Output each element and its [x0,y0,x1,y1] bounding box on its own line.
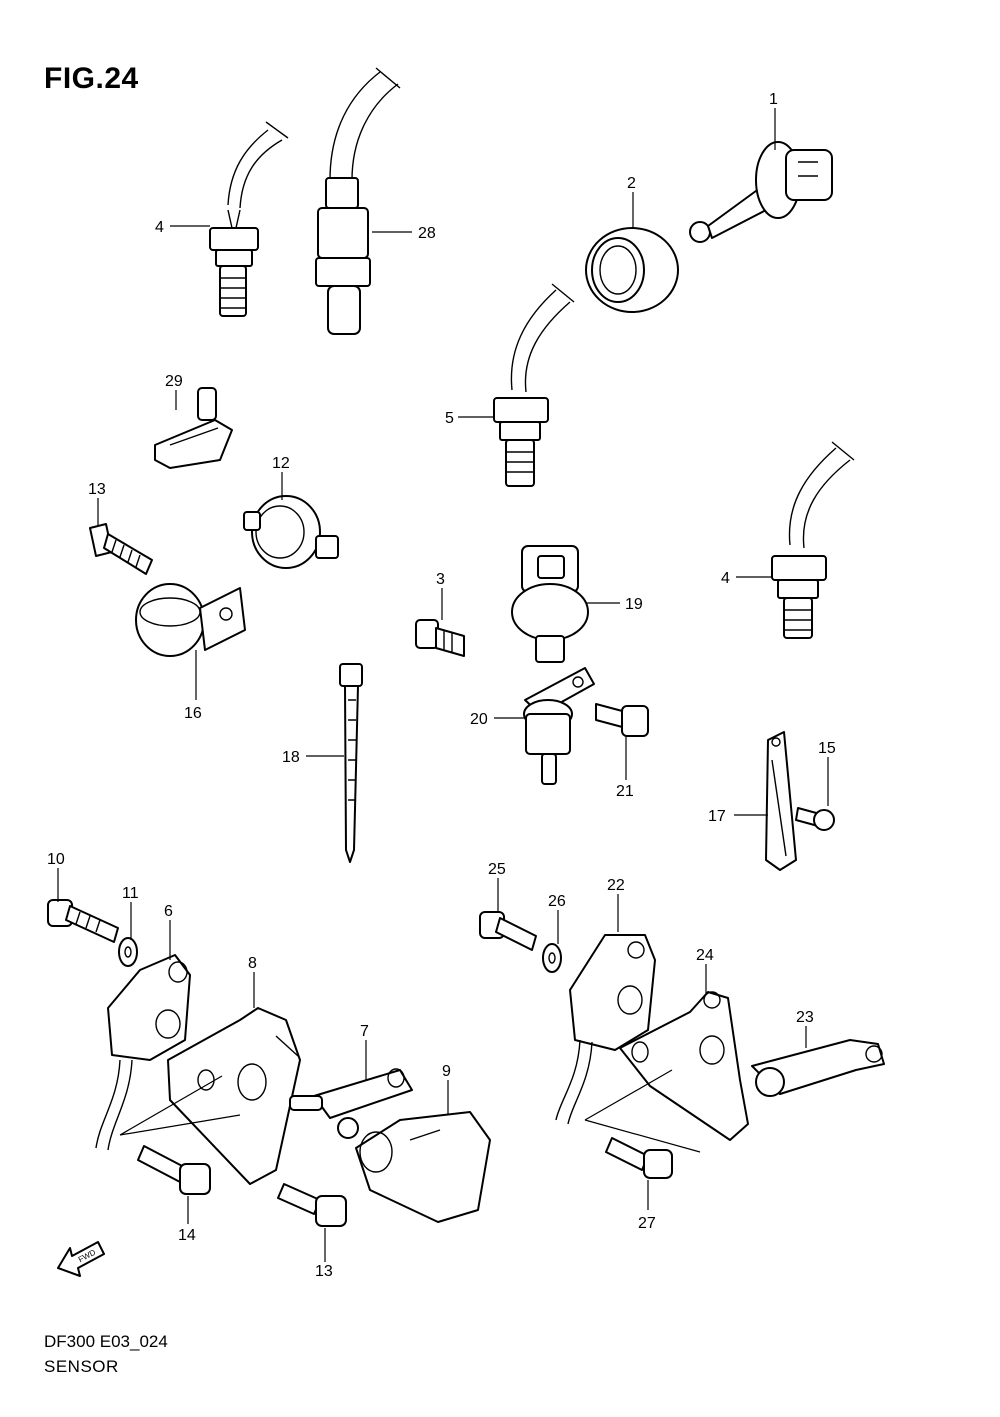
link-part-7 [289,1068,413,1139]
callout-5: 5 [445,410,454,427]
cable-tie-part-18 [339,663,363,863]
bracket-part-17 [765,731,797,871]
leader-lines [57,108,829,1262]
bolt-part-27 [605,1137,673,1179]
callout-7: 7 [360,1023,369,1040]
fwd-direction-arrow: FWD [57,1241,105,1277]
arm-part-23 [751,1039,885,1097]
bracket-part-8 [167,1007,301,1185]
diagram-code: DF300 E03_024 [44,1332,168,1351]
callout-8: 8 [248,955,257,972]
bolt-part-13-upper [89,523,153,575]
callout-15: 15 [818,740,836,757]
oxygen-sensor-part-28 [315,67,401,335]
callout-28: 28 [418,225,436,242]
callout-11: 11 [122,885,139,902]
callout-14: 14 [178,1227,196,1244]
callout-10: 10 [47,851,65,868]
lever-part-24 [619,991,749,1141]
callout-26: 26 [548,893,566,910]
callout-2: 2 [627,175,636,192]
callout-1: 1 [769,91,778,108]
bolt-part-10 [47,899,119,943]
bolt-part-25 [479,911,537,951]
sensor-part-6 [95,954,191,1151]
diagram-section-name: SENSOR [44,1357,119,1376]
callout-9: 9 [442,1063,451,1080]
callout-24: 24 [696,947,714,964]
cover-part-9 [355,1111,491,1223]
temp-sensor-part-4-top [209,121,289,317]
washer-part-11 [118,937,138,967]
pressure-sensor-part-19 [511,545,589,663]
clip-part-29 [154,387,233,469]
callout-12: 12 [272,455,290,472]
sensor-part-1 [689,141,833,243]
callout-labels: 1 2 4 28 4 29 5 12 13 16 3 19 4 18 20 21… [47,91,836,1280]
callout-3: 3 [436,571,445,588]
callout-22: 22 [607,877,625,894]
callout-6: 6 [164,903,173,920]
callout-4-top: 4 [155,219,164,236]
callout-19: 19 [625,596,643,613]
callout-17: 17 [708,808,726,825]
grommet-part-2 [585,227,679,313]
bolt-part-14 [137,1145,211,1195]
callout-16: 16 [184,705,202,722]
temp-sensor-part-4-right [771,441,855,639]
knock-sensor-part-12 [243,495,339,569]
bolt-part-13-lower [277,1183,347,1227]
callout-13-lower: 13 [315,1263,333,1280]
callout-20: 20 [470,711,488,728]
screw-part-15 [795,807,835,831]
callout-23: 23 [796,1009,814,1026]
callout-25: 25 [488,861,506,878]
callout-27: 27 [638,1215,656,1232]
callout-29: 29 [165,373,183,390]
bolt-part-3 [415,619,465,657]
clamp-part-16 [135,583,246,657]
figure-title: FIG.24 [44,62,139,95]
washer-part-26 [542,943,562,973]
bolt-part-21 [595,703,649,737]
callout-18: 18 [282,749,300,766]
sensor-part-22 [555,934,656,1125]
callout-13-upper: 13 [88,481,106,498]
adapter-part-20 [523,667,595,785]
callout-4-right: 4 [721,570,730,587]
callout-21: 21 [616,783,634,800]
temp-sensor-part-5 [493,283,575,487]
